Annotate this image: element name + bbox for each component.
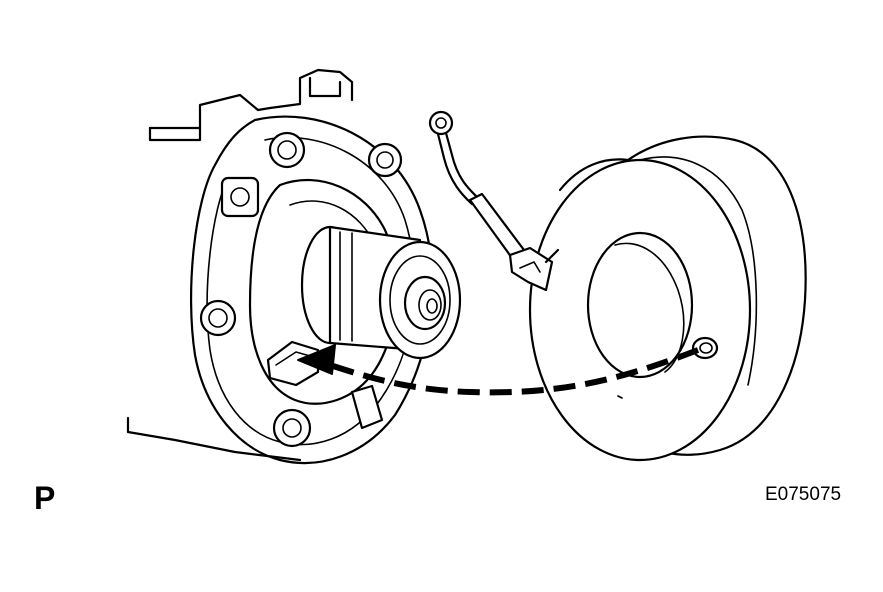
flange-bolt-left — [199, 299, 237, 337]
housing-pin-hole — [266, 340, 320, 387]
flange-bolt-bottom — [272, 408, 312, 448]
flange-bolt-top — [268, 131, 306, 169]
view-label: P — [34, 480, 56, 516]
figure-code: E075075 — [765, 484, 842, 505]
flange-lug-bottom-right — [350, 384, 384, 430]
flange-bolt-left-upper — [220, 176, 260, 218]
flange-bolt-top-right — [367, 142, 403, 178]
alignment-arrow — [297, 344, 700, 396]
shaft-hub — [300, 225, 462, 360]
stator-lead-wire — [428, 110, 560, 292]
clutch-stator — [528, 135, 807, 462]
